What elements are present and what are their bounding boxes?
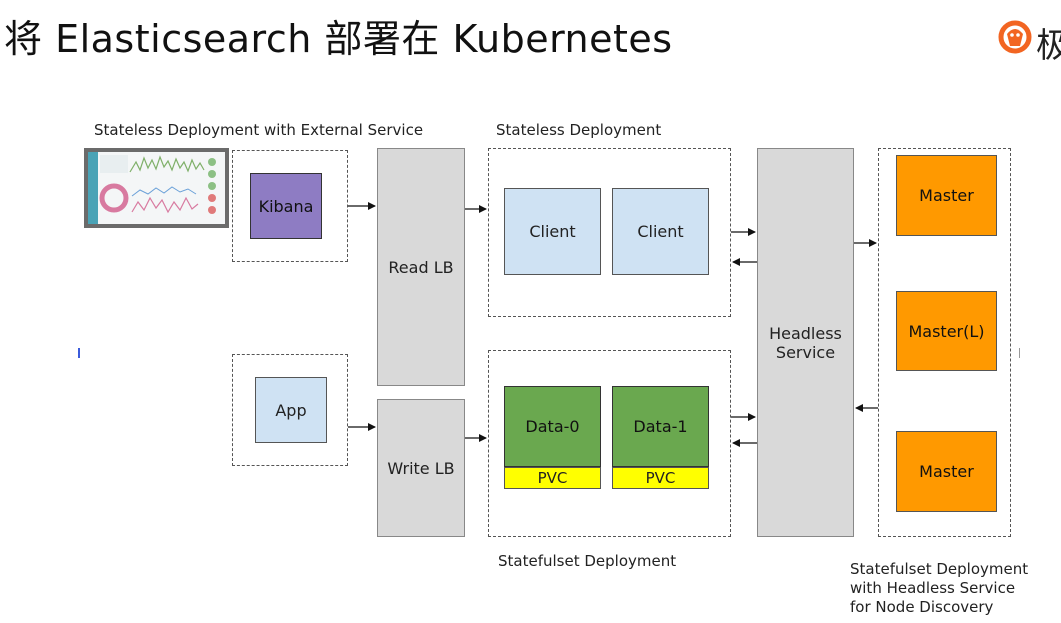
label-stateless-external: Stateless Deployment with External Servi… [94, 121, 424, 139]
headless-service-label-line1: Headless [769, 323, 842, 343]
label-statefulset-headless-line1: Statefulset Deployment [850, 560, 1029, 578]
brand-logo: 极 [996, 14, 1061, 64]
cursor-marker-right [1019, 348, 1020, 358]
pvc-1: PVC [612, 467, 709, 489]
pvc-0: PVC [504, 467, 601, 489]
headless-service: Headless Service [757, 148, 854, 537]
client-node-2: Client [612, 188, 709, 275]
master-statefulset-group [878, 148, 1011, 537]
logo-icon [998, 20, 1032, 54]
client-deployment-group [488, 148, 731, 317]
data-node-0: Data-0 [504, 386, 601, 467]
label-statefulset: Statefulset Deployment [498, 552, 677, 570]
read-lb: Read LB [377, 148, 465, 386]
label-statefulset-headless-line3: for Node Discovery [850, 598, 994, 616]
data-statefulset-group [488, 350, 731, 537]
kibana-node: Kibana [250, 173, 322, 239]
kibana-dashboard-thumbnail [84, 148, 229, 228]
master-node-3: Master [896, 431, 997, 512]
page-title: 将 Elasticsearch 部署在 Kubernetes [4, 17, 673, 61]
headless-service-label-line2: Service [775, 342, 836, 362]
kibana-group [232, 150, 348, 262]
cursor-marker-left [78, 348, 80, 358]
client-node-1: Client [504, 188, 601, 275]
label-stateless: Stateless Deployment [496, 121, 662, 139]
app-node: App [255, 377, 327, 443]
label-statefulset-headless-line2: with Headless Service [850, 579, 1016, 597]
logo-text: 极 [1036, 26, 1061, 64]
master-node-1: Master [896, 155, 997, 236]
write-lb: Write LB [377, 399, 465, 537]
app-group [232, 354, 348, 466]
master-node-leader: Master(L) [896, 291, 997, 371]
data-node-1: Data-1 [612, 386, 709, 467]
